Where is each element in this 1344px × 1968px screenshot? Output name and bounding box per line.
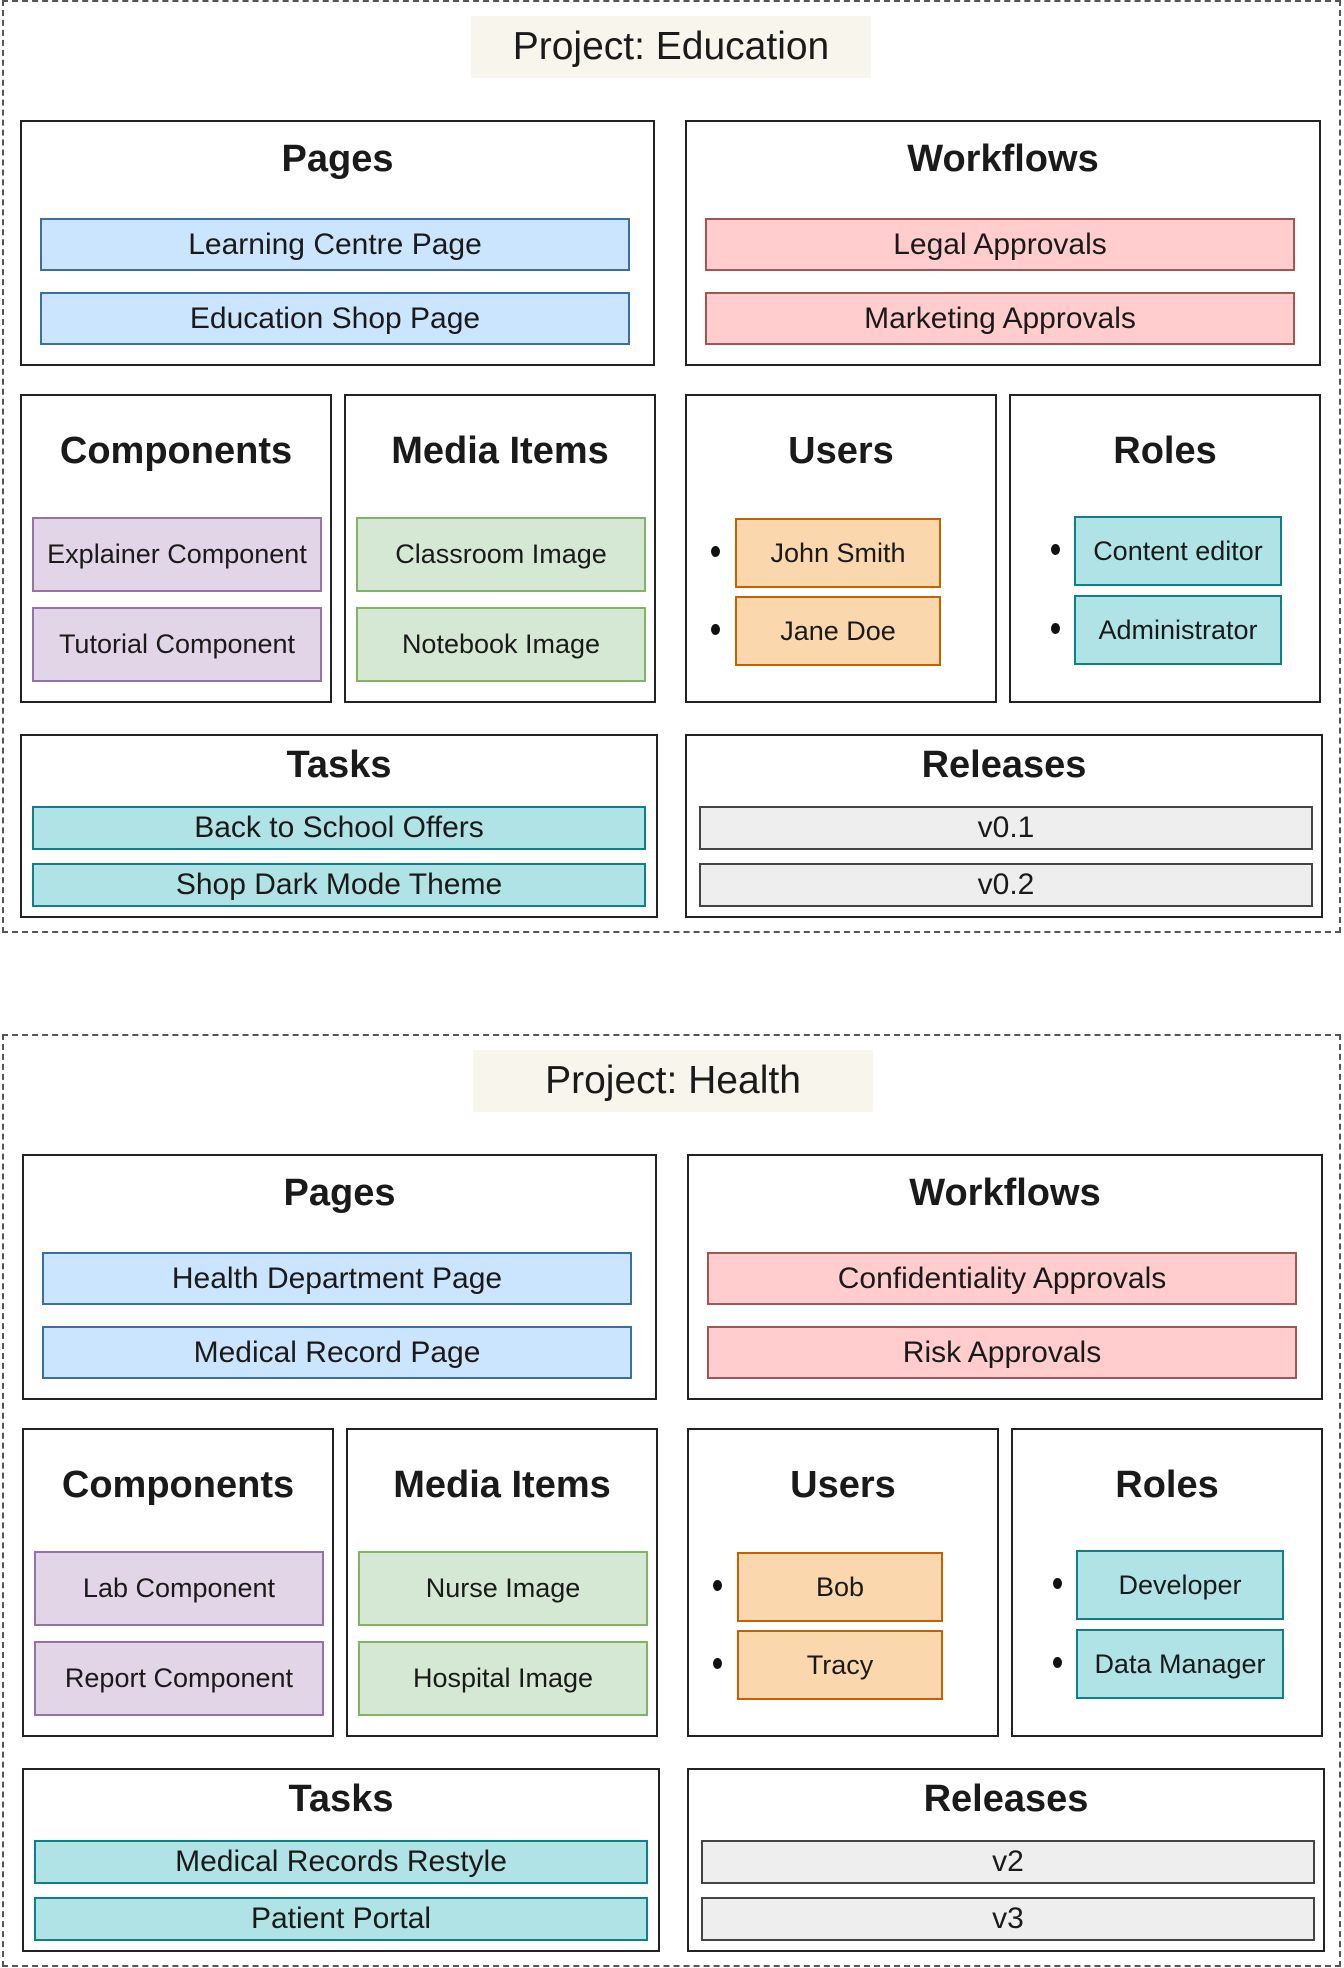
components-panel: Components Explainer Component Tutorial … xyxy=(20,394,332,703)
page-item[interactable]: Health Department Page xyxy=(42,1252,632,1305)
page-item[interactable]: Medical Record Page xyxy=(42,1326,632,1379)
project-title: Project: Health xyxy=(473,1050,873,1112)
workflow-item[interactable]: Legal Approvals xyxy=(705,218,1295,271)
bullet-icon xyxy=(1053,1578,1062,1589)
users-panel: Users John Smith Jane Doe xyxy=(685,394,997,703)
panel-title: Tasks xyxy=(288,1778,394,1820)
bullet-icon xyxy=(713,1580,722,1591)
user-item[interactable]: Tracy xyxy=(737,1630,943,1700)
bullet-icon xyxy=(713,1658,722,1669)
role-item[interactable]: Data Manager xyxy=(1076,1629,1284,1699)
workflows-panel: Workflows Legal Approvals Marketing Appr… xyxy=(685,120,1321,366)
panel-title: Users xyxy=(790,1464,896,1506)
tasks-panel: Tasks Medical Records Restyle Patient Po… xyxy=(22,1768,660,1952)
panel-title: Roles xyxy=(1115,1464,1219,1506)
panel-title: Components xyxy=(59,430,293,472)
page-item[interactable]: Education Shop Page xyxy=(40,292,630,345)
workflow-item[interactable]: Confidentiality Approvals xyxy=(707,1252,1297,1305)
project-health xyxy=(2,1034,1341,1967)
bullet-icon xyxy=(711,624,720,635)
task-item[interactable]: Patient Portal xyxy=(34,1897,648,1941)
workflows-panel: Workflows Confidentiality Approvals Risk… xyxy=(687,1154,1323,1400)
task-item[interactable]: Shop Dark Mode Theme xyxy=(32,863,646,907)
panel-title: Releases xyxy=(923,1778,1089,1820)
component-item[interactable]: Report Component xyxy=(34,1641,324,1716)
role-item[interactable]: Developer xyxy=(1076,1550,1284,1620)
panel-title: Pages xyxy=(283,1172,396,1214)
component-item[interactable]: Explainer Component xyxy=(32,517,322,592)
release-item[interactable]: v3 xyxy=(701,1897,1315,1941)
panel-title: Media Items xyxy=(393,1464,611,1506)
media-items-panel: Media Items Classroom Image Notebook Ima… xyxy=(344,394,656,703)
task-item[interactable]: Back to School Offers xyxy=(32,806,646,850)
user-item[interactable]: Bob xyxy=(737,1552,943,1622)
users-panel: Users Bob Tracy xyxy=(687,1428,999,1737)
page-item[interactable]: Learning Centre Page xyxy=(40,218,630,271)
tasks-panel: Tasks Back to School Offers Shop Dark Mo… xyxy=(20,734,658,918)
components-panel: Components Lab Component Report Componen… xyxy=(22,1428,334,1737)
media-item[interactable]: Hospital Image xyxy=(358,1641,648,1716)
panel-title: Pages xyxy=(281,138,394,180)
roles-panel: Roles Content editor Administrator xyxy=(1009,394,1321,703)
panel-title: Workflows xyxy=(907,138,1099,180)
media-item[interactable]: Nurse Image xyxy=(358,1551,648,1626)
panel-title: Roles xyxy=(1113,430,1217,472)
panel-title: Tasks xyxy=(286,744,392,786)
bullet-icon xyxy=(711,546,720,557)
roles-panel: Roles Developer Data Manager xyxy=(1011,1428,1323,1737)
release-item[interactable]: v0.2 xyxy=(699,863,1313,907)
media-item[interactable]: Notebook Image xyxy=(356,607,646,682)
panel-title: Users xyxy=(788,430,894,472)
media-items-panel: Media Items Nurse Image Hospital Image xyxy=(346,1428,658,1737)
release-item[interactable]: v0.1 xyxy=(699,806,1313,850)
panel-title: Media Items xyxy=(391,430,609,472)
bullet-icon xyxy=(1051,623,1060,634)
bullet-icon xyxy=(1053,1657,1062,1668)
media-item[interactable]: Classroom Image xyxy=(356,517,646,592)
role-item[interactable]: Content editor xyxy=(1074,516,1282,586)
user-item[interactable]: Jane Doe xyxy=(735,596,941,666)
pages-panel: Pages Health Department Page Medical Rec… xyxy=(22,1154,657,1400)
panel-title: Workflows xyxy=(909,1172,1101,1214)
releases-panel: Releases v2 v3 xyxy=(687,1768,1325,1952)
project-title: Project: Education xyxy=(471,16,871,78)
panel-title: Releases xyxy=(921,744,1087,786)
workflow-item[interactable]: Risk Approvals xyxy=(707,1326,1297,1379)
panel-title: Components xyxy=(61,1464,295,1506)
bullet-icon xyxy=(1051,544,1060,555)
component-item[interactable]: Lab Component xyxy=(34,1551,324,1626)
pages-panel: Pages Learning Centre Page Education Sho… xyxy=(20,120,655,366)
task-item[interactable]: Medical Records Restyle xyxy=(34,1840,648,1884)
releases-panel: Releases v0.1 v0.2 xyxy=(685,734,1323,918)
project-education xyxy=(2,0,1341,933)
release-item[interactable]: v2 xyxy=(701,1840,1315,1884)
workflow-item[interactable]: Marketing Approvals xyxy=(705,292,1295,345)
role-item[interactable]: Administrator xyxy=(1074,595,1282,665)
component-item[interactable]: Tutorial Component xyxy=(32,607,322,682)
user-item[interactable]: John Smith xyxy=(735,518,941,588)
